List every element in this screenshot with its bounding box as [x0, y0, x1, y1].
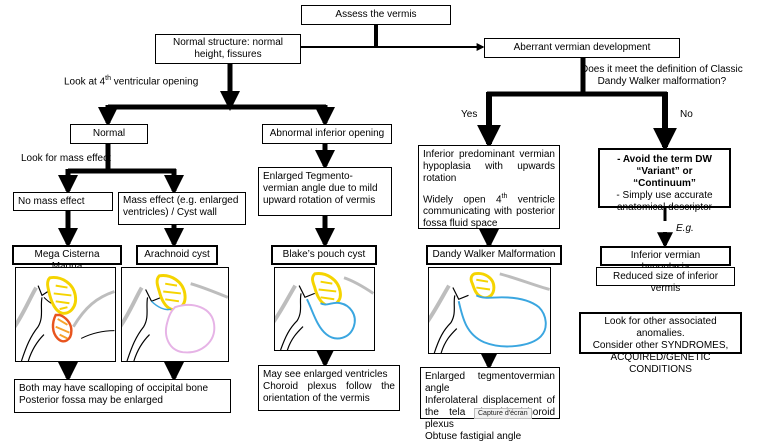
blakes-pouch-cyst-diagram — [274, 267, 375, 351]
yes-label: Yes — [461, 109, 478, 120]
inferior-predominant-box: Inferior predominant vermian hypoplasia … — [418, 145, 560, 229]
reduced-size-box: Reduced size of inferior vermis — [596, 267, 735, 294]
aberrant-development-box: Aberrant vermian development — [484, 38, 680, 58]
look-for-mass-effect-label: Look for mass effect — [21, 153, 111, 164]
mass-effect-box: Mass effect (e.g. enlarged ventricles) /… — [118, 192, 246, 225]
assess-vermis-box: Assess the vermis — [301, 5, 451, 25]
no-label: No — [680, 109, 693, 120]
both-may-have-box: Both may have scalloping of occipital bo… — [14, 379, 231, 413]
mega-cisterna-magna-diagram — [15, 267, 116, 362]
arachnoid-cyst-box: Arachnoid cyst — [136, 245, 218, 265]
blakes-pouch-cyst-box: Blake’s pouch cyst — [271, 245, 377, 265]
arachnoid-cyst-diagram — [121, 267, 229, 362]
look-for-other-anomalies-box: Look for other associated anomalies. Con… — [579, 312, 742, 375]
mega-cisterna-magna-box: Mega Cisterna Magna — [12, 245, 122, 272]
abnormal-inferior-opening-box: Abnormal inferior opening — [262, 124, 392, 144]
eg-label: E.g. — [676, 223, 694, 234]
classic-dw-question: Does it meet the definition of Classic D… — [581, 64, 743, 87]
enlarged-tegmento-box: Enlarged Tegmento-vermian angle due to m… — [258, 167, 392, 216]
flowchart-connectors — [58, 25, 677, 382]
may-see-enlarged-box: May see enlarged ventricles Choroid plex… — [258, 365, 400, 411]
normal-structure-box: Normal structure: normal height, fissure… — [155, 34, 301, 64]
screenshot-tooltip: Capture d'écran — [474, 408, 532, 419]
no-mass-effect-box: No mass effect — [13, 192, 113, 211]
inferior-vermian-hypoplasia-box: Inferior vermian hypoplasia — [600, 246, 731, 273]
dandy-walker-malformation-box: Dandy Walker Malformation — [426, 245, 562, 265]
dandy-walker-diagram — [428, 267, 551, 354]
normal-box: Normal — [70, 124, 148, 144]
avoid-term-dw-box: - Avoid the term DW “Variant” or “Contin… — [598, 148, 731, 213]
look-4th-ventricular-label: Look at 4th ventricular opening — [64, 75, 199, 88]
